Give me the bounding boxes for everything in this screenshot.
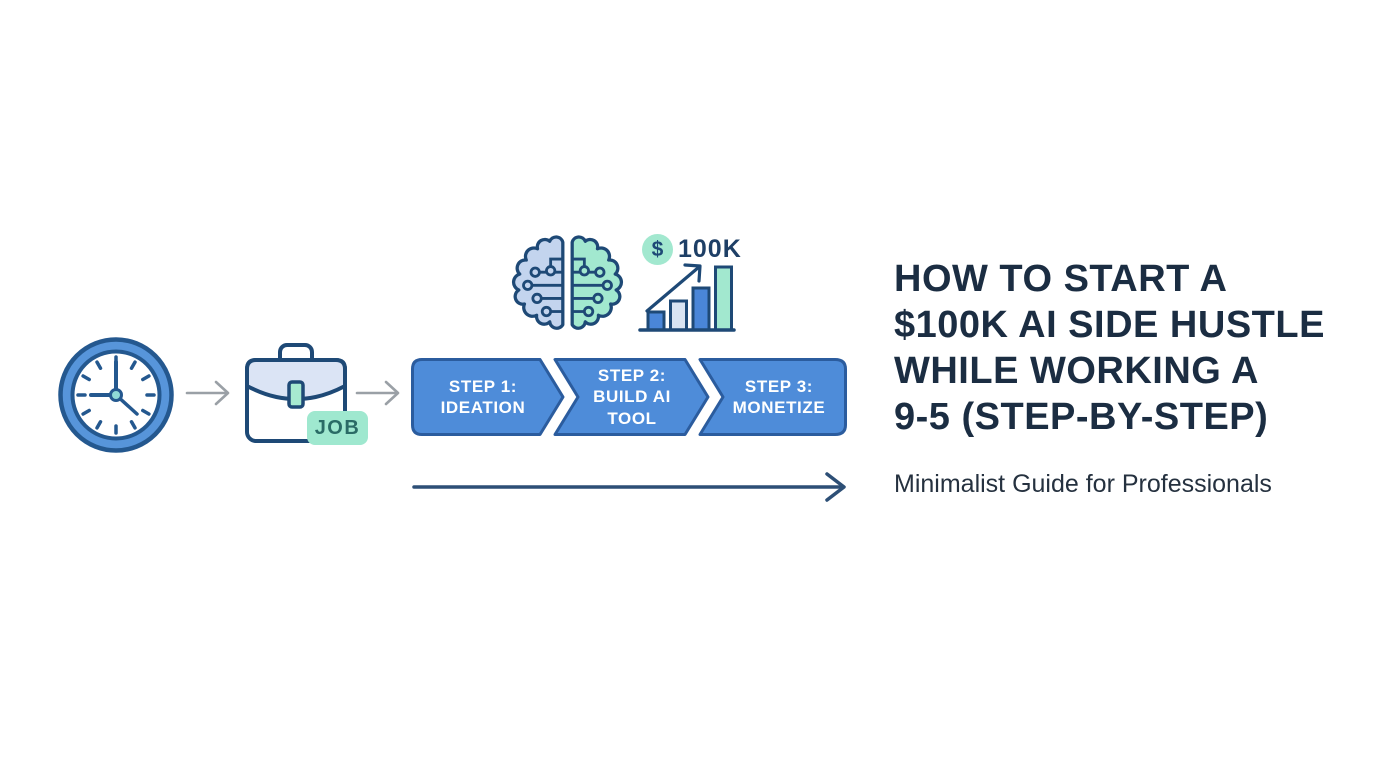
timeline-arrow-icon — [412, 472, 846, 502]
arrow-right-icon — [185, 380, 230, 406]
circuit-nodes-left — [522, 265, 557, 318]
dollar-circle-icon — [642, 234, 673, 265]
clock-ticks — [76, 355, 156, 435]
step-chevron-3 — [698, 358, 847, 436]
briefcase-clasp — [287, 380, 305, 409]
clock-center-dot — [109, 388, 123, 402]
step-chevrons — [411, 358, 847, 436]
step-chevron-2 — [553, 358, 710, 436]
step-3-label: STEP 3: MONETIZE — [732, 376, 826, 417]
dollar-sign: $ — [651, 237, 664, 261]
growth-bar-chart-icon — [638, 234, 736, 332]
arrow-right-icon — [355, 380, 400, 406]
page-title: HOW TO START A $100K AI SIDE HUSTLE WHIL… — [894, 258, 1325, 438]
clock-icon — [58, 337, 174, 453]
step-1-label: STEP 1: IDEATION — [440, 376, 526, 417]
job-badge: JOB — [307, 411, 368, 445]
money-goal-group: $ 100K — [637, 230, 741, 334]
brain-circuit-icon — [511, 235, 624, 330]
circuit-nodes-right — [578, 265, 613, 318]
growth-bars — [646, 265, 733, 332]
page-subtitle: Minimalist Guide for Professionals — [894, 470, 1272, 498]
money-amount-label: 100K — [678, 235, 742, 263]
circuit-traces-left — [531, 257, 563, 313]
step-chevron-1 — [411, 358, 565, 436]
growth-arrow-icon — [645, 263, 702, 313]
step-2-label: STEP 2: BUILD AI TOOL — [593, 366, 671, 428]
